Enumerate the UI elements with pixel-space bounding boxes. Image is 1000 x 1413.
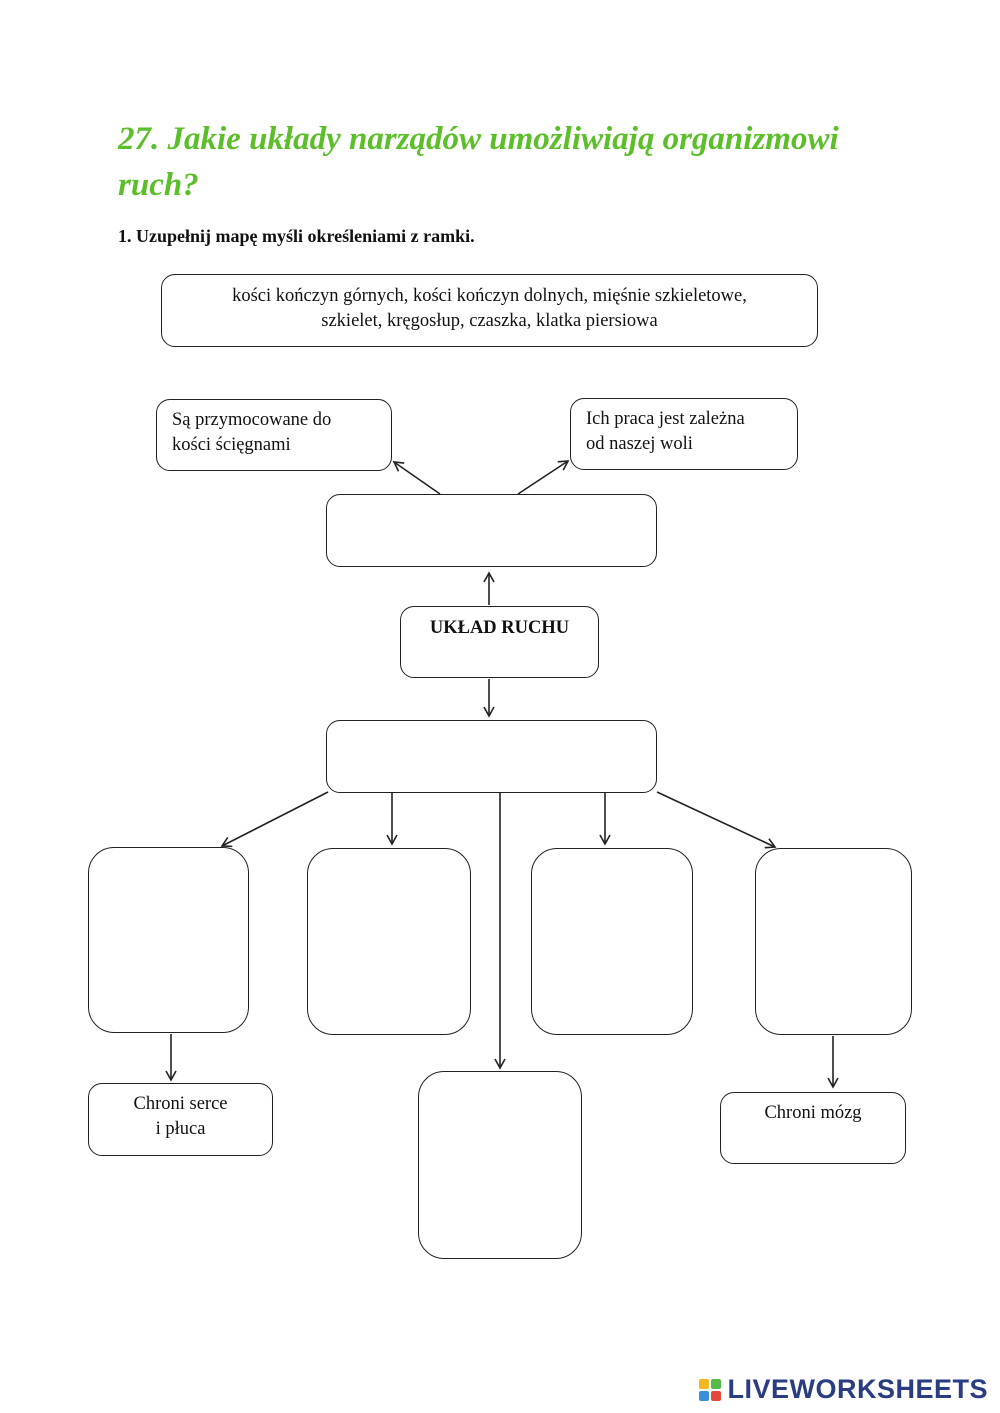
answer-box-part-1[interactable] (88, 847, 249, 1033)
hint-box-skull (720, 1092, 906, 1164)
word-bank-box (161, 274, 818, 347)
answer-box-part-5[interactable] (418, 1071, 582, 1259)
arrow-to-part-1 (220, 791, 329, 848)
instruction-text: 1. Uzupełnij mapę myśli określeniami z r… (118, 226, 475, 246)
answer-box-skeleton[interactable] (326, 720, 657, 793)
hint-left-text: Są przymocowane do kości ścięgnami (172, 410, 332, 455)
answer-box-muscles[interactable] (326, 494, 657, 567)
answer-box-part-3[interactable] (531, 848, 693, 1035)
hint-right-text: Ich praca jest zależna od naszej woli (586, 409, 745, 454)
center-label: UKŁAD RUCHU (429, 618, 570, 638)
worksheet-title: 27. Jakie układy narządów umożliwiają or… (118, 121, 839, 203)
arrow-to-hint-left (392, 461, 441, 495)
logo-icon (699, 1378, 722, 1401)
center-box (400, 606, 599, 678)
word-bank-text: kości kończyn górnych, kości kończyn dol… (232, 286, 747, 331)
hint-box-chest (88, 1083, 273, 1156)
brand-text: LIVEWORKSHEETS (727, 1374, 988, 1404)
hint-box-left (156, 399, 392, 471)
hint-box-right (570, 398, 798, 470)
answer-box-part-2[interactable] (307, 848, 471, 1035)
arrow-to-part-4 (656, 791, 777, 849)
hint-chest-text: Chroni serce i płuca (133, 1094, 228, 1139)
answer-box-part-4[interactable] (755, 848, 912, 1035)
arrow-to-hint-right (517, 460, 570, 495)
hint-skull-text: Chroni mózg (764, 1103, 862, 1123)
liveworksheets-logo: LIVEWORKSHEETS (699, 1374, 988, 1405)
